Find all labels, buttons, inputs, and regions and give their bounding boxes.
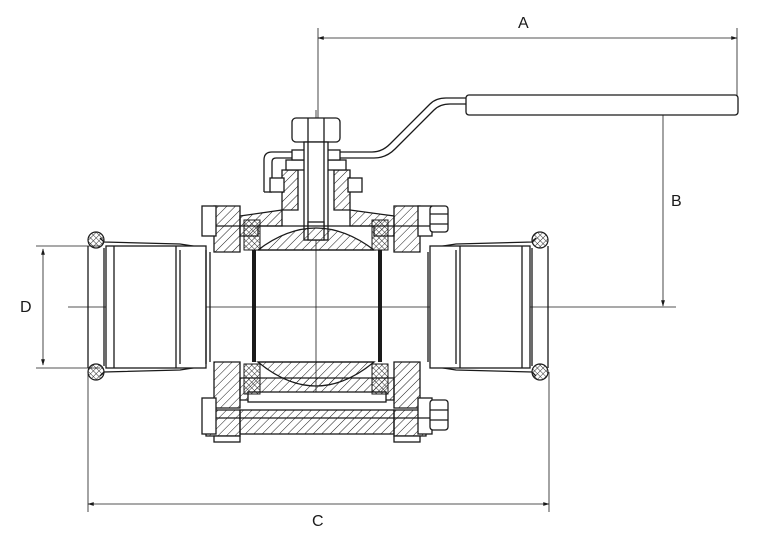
- right-press-fitting: [429, 231, 549, 381]
- dimension-a: [317, 28, 738, 120]
- dimension-label-d: D: [20, 299, 32, 316]
- lever-handle: [263, 94, 739, 193]
- ball: [256, 227, 376, 387]
- valve-body: [205, 209, 427, 437]
- body-bolts: [216, 205, 449, 431]
- valve-bonnet: [269, 141, 363, 241]
- dimension-c: [87, 372, 550, 512]
- left-press-fitting: [87, 231, 207, 381]
- ball-seats: [243, 219, 389, 395]
- dimension-label-a: A: [518, 15, 529, 32]
- stem-nut: [291, 117, 341, 143]
- dimension-label-b: B: [671, 193, 682, 210]
- left-end-cap: [201, 205, 241, 443]
- dimension-label-c: C: [312, 513, 324, 530]
- right-end-cap: [393, 205, 433, 443]
